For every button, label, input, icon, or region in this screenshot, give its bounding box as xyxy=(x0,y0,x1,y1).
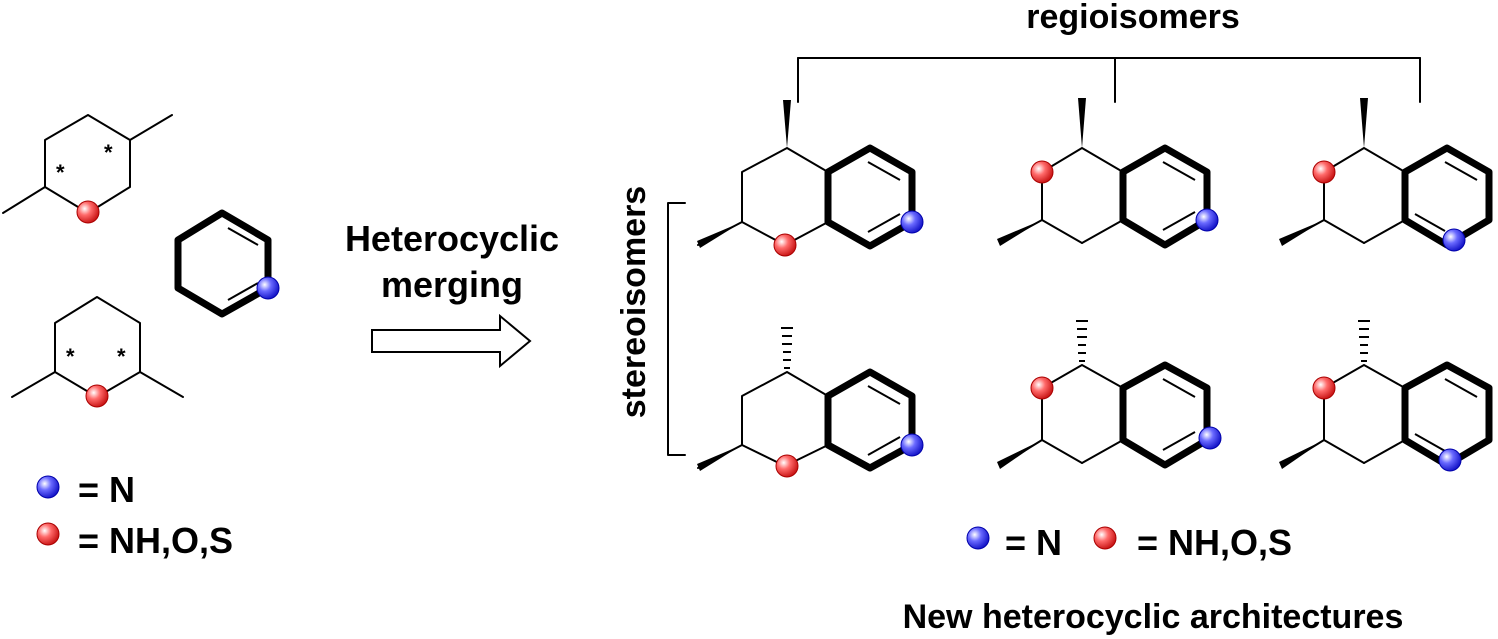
heteroatom-x-icon xyxy=(76,200,100,224)
stereoisomers-bracket: stereoisomers xyxy=(615,186,686,456)
heteroatom-x-icon xyxy=(85,384,109,408)
arrow-label-line2: merging xyxy=(381,264,523,305)
heteroatom-n-icon xyxy=(966,526,990,550)
legend-n-label: = N xyxy=(78,469,135,510)
heteroatom-n-icon xyxy=(36,475,60,499)
heteroatom-x-icon xyxy=(1093,526,1117,550)
isomer-a2 xyxy=(697,327,924,478)
isomer-b2 xyxy=(997,320,1222,469)
stereocenter-mark: * xyxy=(66,344,75,369)
legend-x-label: = NH,O,S xyxy=(78,520,233,561)
stereocenter-mark: * xyxy=(56,160,65,185)
arrow-label-line1: Heterocyclic xyxy=(345,218,559,259)
isomer-c1 xyxy=(1279,98,1493,252)
right-legend-x-label: = NH,O,S xyxy=(1137,522,1292,563)
merging-arrow: Heterocyclic merging xyxy=(345,218,559,369)
regioisomers-bracket: regioisomers xyxy=(797,0,1421,103)
left-legend: = N = NH,O,S xyxy=(36,469,233,561)
stereocenter-mark: * xyxy=(117,344,126,369)
isomer-b1 xyxy=(997,98,1219,249)
stereoisomers-label: stereoisomers xyxy=(615,186,653,418)
isomer-a1 xyxy=(697,100,924,257)
right-legend: = N = NH,O,S xyxy=(966,522,1292,563)
building-block-ring-1: * * xyxy=(2,114,173,224)
isomer-c2 xyxy=(1279,320,1493,472)
right-arrow-icon xyxy=(371,313,532,369)
heteroatom-n-icon xyxy=(256,276,280,300)
building-block-aromatic xyxy=(174,209,280,318)
regioisomers-label: regioisomers xyxy=(1026,0,1240,36)
heteroatom-x-icon xyxy=(36,522,60,546)
right-legend-n-label: = N xyxy=(1005,522,1062,563)
building-block-ring-2: * * xyxy=(11,296,184,408)
footer-caption: New heterocyclic architectures xyxy=(903,598,1404,636)
stereocenter-mark: * xyxy=(104,140,113,165)
